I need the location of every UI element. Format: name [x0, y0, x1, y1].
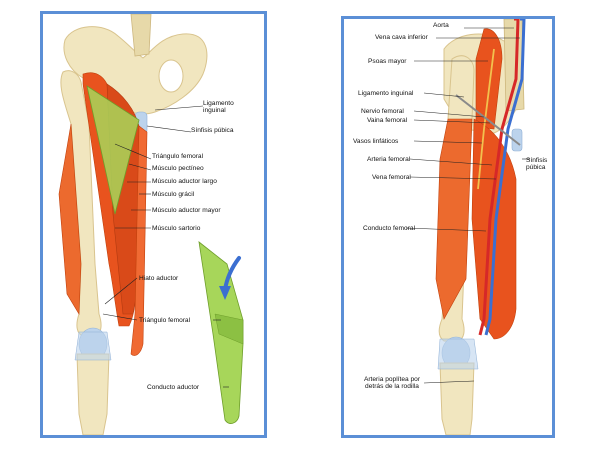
- aorta-vessel: [478, 19, 520, 336]
- vena-cava-vessel: [484, 19, 526, 336]
- label-psoas-mayor: Psoas mayor: [368, 58, 407, 65]
- knee-ligaments: [74, 331, 112, 361]
- label-arteria-poplitea: Arteria poplítea por detrás de la rodill…: [363, 376, 421, 390]
- quadriceps-muscle: [435, 118, 473, 320]
- label-conducto-femoral: Conducto femoral: [363, 225, 416, 232]
- left-leader-lines: [102, 105, 229, 388]
- femoral-triangle-highlight: [86, 85, 140, 215]
- vastus-muscle: [58, 123, 82, 316]
- knee-ligaments: [437, 338, 479, 370]
- inguinal-ligament-line: [455, 94, 521, 146]
- label-nervio-femoral: Nervio femoral: [361, 108, 404, 115]
- label-vena-cava-inferior: Vena cava inferior: [375, 34, 428, 41]
- label-ligamento-inguinal: Ligamento inguinal: [203, 100, 234, 114]
- label-musculo-gracil: Músculo grácil: [152, 191, 195, 198]
- label-musculo-aductor-largo: Músculo aductor largo: [152, 178, 217, 185]
- obturator-foramen: [158, 59, 184, 93]
- right-leader-lines: [405, 27, 530, 384]
- tibia-bone: [439, 362, 475, 435]
- right-anatomy-panel: Aorta Vena cava inferior Psoas mayor Lig…: [341, 16, 555, 438]
- adductor-canal-inset-shade: [214, 313, 244, 345]
- label-conducto-aductor: Conducto aductor: [147, 384, 200, 391]
- left-anatomy-panel: Ligamento inguinal Sínfisis púbica Trián…: [40, 11, 267, 438]
- sacrum: [130, 14, 152, 57]
- label-arteria-femoral: Arteria femoral: [367, 156, 411, 163]
- label-triangulo-femoral: Triángulo femoral: [152, 153, 204, 160]
- label-musculo-sartorio: Músculo sartorio: [152, 225, 201, 232]
- label-sinfisis-pubica: Sínfisis púbica: [526, 157, 548, 171]
- inset-arrow-head: [219, 286, 231, 300]
- label-sinfisis-pubica: Sínfisis púbica: [191, 127, 234, 134]
- right-thigh-illustration: [405, 19, 530, 435]
- label-ligamento-inguinal: Ligamento inguinal: [358, 90, 414, 97]
- tibia-bone: [76, 353, 110, 435]
- label-vaina-femoral: Vaina femoral: [367, 117, 408, 124]
- label-hiato-aductor: Hiato aductor: [139, 275, 179, 282]
- label-vasos-linfaticos: Vasos linfáticos: [353, 138, 399, 145]
- label-vena-femoral: Vena femoral: [372, 174, 411, 181]
- gracilis-muscle: [130, 125, 148, 356]
- label-aorta: Aorta: [433, 22, 449, 29]
- label-musculo-pectineo: Músculo pectíneo: [152, 165, 204, 172]
- femoral-nerve: [477, 48, 495, 190]
- label-musculo-aductor-mayor: Músculo aductor mayor: [152, 207, 221, 214]
- label-triangulo-femoral-inset: Triángulo femoral: [139, 317, 191, 324]
- left-thigh-illustration: [58, 14, 244, 435]
